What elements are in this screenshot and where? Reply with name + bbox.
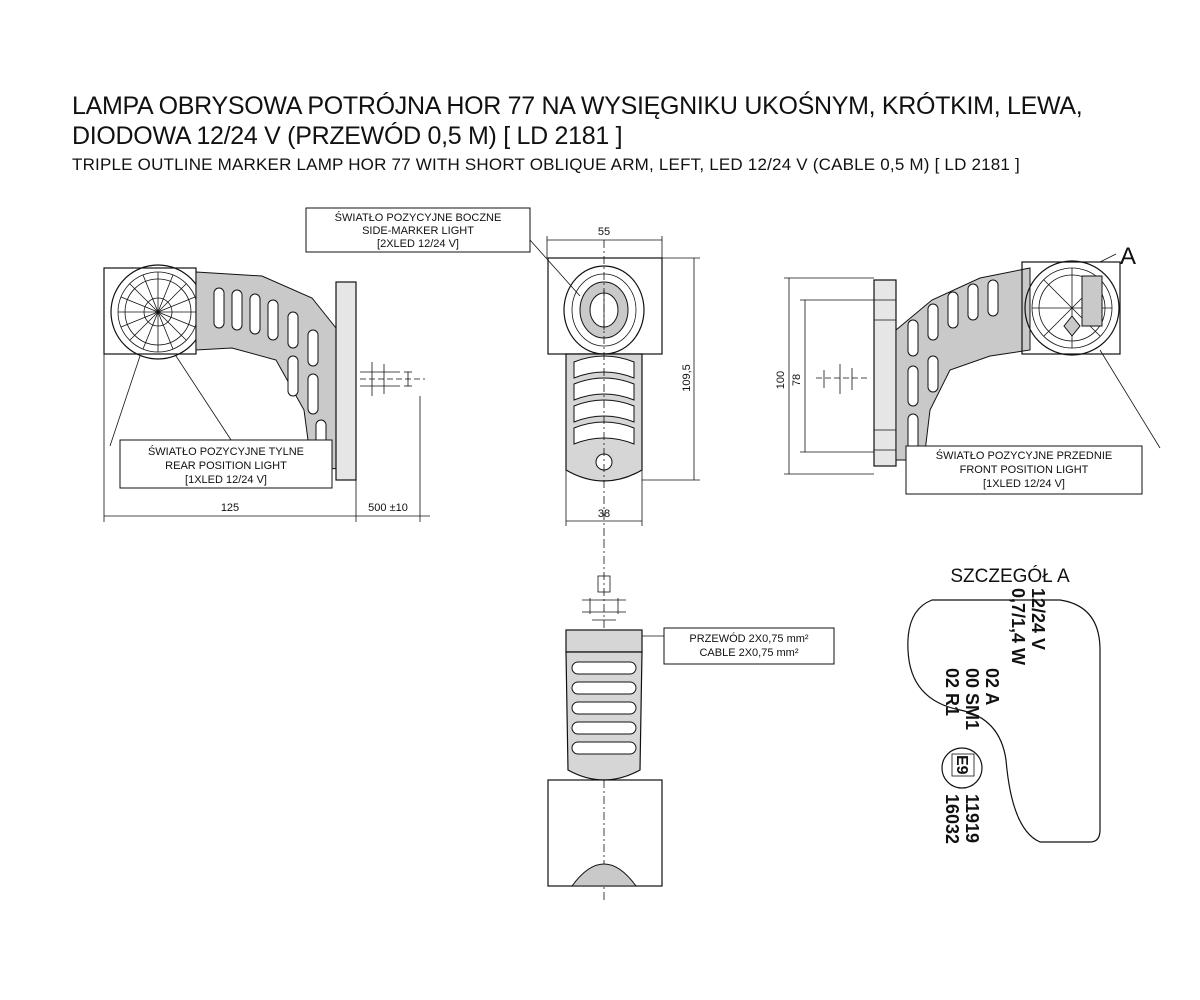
front-light-spec: [1XLED 12/24 V] [983, 478, 1065, 490]
side-marker-label-pl: ŚWIATŁO POZYCYJNE BOCZNE [335, 211, 502, 224]
right-arm-ribs [907, 279, 999, 451]
detail-title: SZCZEGÓŁ A [950, 565, 1070, 587]
dim-width-38: 38 [598, 508, 610, 520]
detail-voltage: 12/24 V [1028, 588, 1048, 650]
left-view: ŚWIATŁO POZYCYJNE TYLNE REAR POSITION LI… [103, 264, 430, 522]
center-view: 55 109,5 38 [305, 207, 700, 540]
front-lamp-marking-area [1081, 275, 1103, 327]
cable-label-pl: PRZEWÓD 2X0,75 mm² [689, 632, 809, 645]
rear-light-label-pl: ŚWIATŁO POZYCYJNE TYLNE [148, 445, 304, 458]
side-leader-line [529, 239, 581, 297]
dim-height-100: 100 [775, 371, 787, 389]
front-light-label-pl: ŚWIATŁO POZYCYJNE PRZEDNIE [936, 449, 1112, 462]
title-line-english: TRIPLE OUTLINE MARKER LAMP HOR 77 WITH S… [72, 155, 1020, 174]
bottom-cable-gland [565, 629, 643, 653]
bottom-view: PRZEWÓD 2X0,75 mm² CABLE 2X0,75 mm² [547, 540, 835, 900]
bottom-arm-ribs [571, 661, 637, 755]
detail-code-02a: 02 A [982, 668, 1002, 705]
emark-circle [941, 747, 983, 789]
rear-leader-line [109, 355, 141, 447]
left-dimension-lines [103, 354, 430, 522]
front-lamp-outer [1024, 260, 1120, 356]
cable-callout-box [663, 627, 835, 665]
emark-label: E9 [953, 755, 970, 775]
detail-a: SZCZEGÓŁ A 12/24 V 0,7/1,4 W 02 A 00 SM1… [907, 565, 1101, 844]
detail-code-sm1: 00 SM1 [962, 668, 982, 730]
detail-power: 0,7/1,4 W [1008, 588, 1028, 665]
side-marker-label-en: SIDE-MARKER LIGHT [362, 225, 474, 237]
left-base-plate [335, 281, 357, 481]
right-view: A 100 78 ŚWIATŁO POZYCYJNE PRZEDNIE FRON… [775, 243, 1161, 495]
side-marker-spec: [2XLED 12/24 V] [377, 238, 459, 250]
cable-label-en: CABLE 2X0,75 mm² [699, 647, 798, 659]
front-leader-line [1099, 349, 1161, 449]
dim-height-78: 78 [791, 374, 803, 386]
detail-marker-a: A [1120, 243, 1136, 270]
dim-length-125: 125 [221, 502, 239, 514]
dim-height-109-5: 109,5 [681, 364, 693, 392]
front-light-label-en: FRONT POSITION LIGHT [960, 464, 1089, 476]
right-base-plate [873, 279, 897, 467]
detail-a-marking: 12/24 V 0,7/1,4 W 02 A 00 SM1 02 R1 E9 1… [941, 588, 1048, 844]
detail-code-r1: 02 R1 [942, 668, 962, 716]
dim-cable-length: 500 ±10 [368, 502, 408, 514]
side-marker-callout-box [305, 207, 531, 253]
left-cable-stub [360, 362, 425, 396]
rear-lamp-spokes [118, 272, 198, 352]
dim-width-55: 55 [598, 226, 610, 238]
right-head-frame [1021, 261, 1121, 355]
title-line-1: LAMPA OBRYSOWA POTRÓJNA HOR 77 NA WYSIĘG… [72, 92, 1083, 120]
rear-light-label-en: REAR POSITION LIGHT [165, 460, 287, 472]
detail-approval-1: 11919 [962, 794, 982, 843]
right-cable-stub [816, 364, 868, 394]
title-line-2: DIODOWA 12/24 V (PRZEWÓD 0,5 M) [ LD 218… [72, 122, 623, 150]
rear-light-callout-box [119, 439, 333, 489]
front-light-callout-box [905, 445, 1143, 495]
detail-approval-2: 16032 [942, 794, 962, 844]
rear-light-spec: [1XLED 12/24 V] [185, 474, 267, 486]
bottom-cable-end [582, 575, 626, 621]
detail-a-outline [907, 599, 1101, 843]
bottom-lens-edge [571, 863, 637, 887]
